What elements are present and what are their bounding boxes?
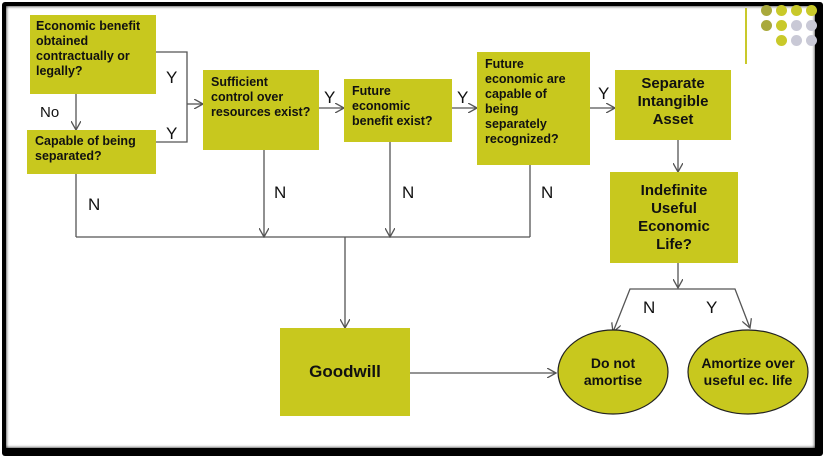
node-future-benefit: Future economic benefit exist? [344, 79, 452, 142]
node-amortize-over-text: Amortize over useful ec. life [701, 355, 795, 388]
label-y-control: Y [324, 88, 336, 107]
arrow-y-bracket [156, 51, 188, 143]
node-amortize-over: Amortize over useful ec. life [694, 345, 802, 399]
node-indefinite-life-text: Indefinite Useful Economic Life? [638, 181, 710, 253]
decor-dot [806, 35, 817, 46]
node-indefinite-life: Indefinite Useful Economic Life? [610, 172, 738, 263]
node-sufficient-control-text: Sufficient control over resources exist? [211, 75, 311, 119]
node-do-not-amortise: Do not amortise [572, 345, 654, 399]
amortize-over-shape [687, 329, 809, 415]
node-future-separately-text: Future economic are capable of being sep… [485, 57, 566, 146]
node-goodwill-text: Goodwill [309, 361, 381, 381]
decor-dot [776, 20, 787, 31]
node-capable-separated: Capable of being separated? [27, 130, 156, 174]
label-no: No [40, 104, 60, 121]
decor-dot [806, 20, 817, 31]
do-not-amortise-shape [557, 329, 669, 415]
node-goodwill: Goodwill [280, 328, 410, 416]
decor-dot [791, 35, 802, 46]
label-y-capable: Y [166, 124, 178, 143]
label-n-separately: N [541, 183, 554, 202]
label-y-separately: Y [598, 84, 610, 103]
node-future-separately: Future economic are capable of being sep… [477, 52, 590, 165]
label-n-control: N [274, 183, 287, 202]
decor-dot [776, 35, 787, 46]
label-y-economic: Y [166, 68, 178, 87]
decor-dot [761, 20, 772, 31]
decor-dot [791, 5, 802, 16]
decor-dot [761, 5, 772, 16]
label-y-life: Y [706, 298, 718, 317]
arrow-n-branch [613, 288, 678, 332]
arrow-y-branch [678, 288, 750, 328]
label-n-life: N [643, 298, 656, 317]
decor-vline [745, 8, 747, 64]
label-n-future: N [402, 183, 415, 202]
decor-dot [806, 5, 817, 16]
node-sufficient-control: Sufficient control over resources exist? [203, 70, 319, 150]
node-separate-intangible: Separate Intangible Asset [615, 70, 731, 140]
node-economic-benefit-text: Economic benefit obtained contractually … [36, 19, 141, 78]
node-capable-separated-text: Capable of being separated? [35, 134, 136, 163]
node-separate-intangible-text: Separate Intangible Asset [637, 75, 709, 128]
label-n-capable: N [88, 195, 101, 214]
label-y-future: Y [457, 88, 469, 107]
node-do-not-amortise-text: Do not amortise [583, 355, 643, 388]
node-future-benefit-text: Future economic benefit exist? [352, 84, 433, 128]
node-economic-benefit: Economic benefit obtained contractually … [30, 15, 156, 94]
decor-dot [791, 20, 802, 31]
decor-dot [776, 5, 787, 16]
